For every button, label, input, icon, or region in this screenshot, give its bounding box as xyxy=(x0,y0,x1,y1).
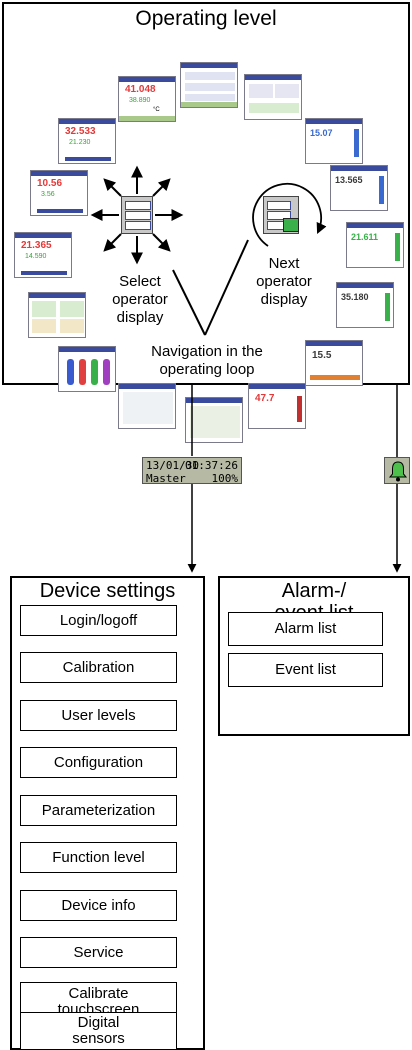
operator-display-digital-5[interactable]: 15.07 xyxy=(305,118,363,164)
operator-display-digital-1[interactable]: 41.048 38.890 °C xyxy=(118,76,176,122)
operator-display-digital-3[interactable]: 10.56 3.56 xyxy=(30,170,88,216)
status-date: 13/01/30 xyxy=(146,459,199,472)
select-display-icon[interactable] xyxy=(121,196,153,234)
status-user: Master xyxy=(146,472,186,485)
operator-display-top[interactable] xyxy=(180,62,238,108)
thumb-value: 21.365 xyxy=(21,240,52,251)
operator-display-digital-10[interactable]: 47.7 xyxy=(248,383,306,429)
menu-item-event-list[interactable]: Event list xyxy=(228,653,383,687)
thumb-value: 13.565 xyxy=(335,175,363,185)
menu-item-user-levels[interactable]: User levels xyxy=(20,700,177,731)
operator-display-group-1[interactable] xyxy=(28,292,86,338)
menu-item-digital-sensors[interactable]: Digital sensors xyxy=(20,1012,177,1050)
next-display-icon[interactable] xyxy=(263,196,299,234)
operator-display-trend-2[interactable] xyxy=(185,397,243,443)
select-operator-display-label: Select operator display xyxy=(112,273,168,326)
operator-display-digital-9[interactable]: 15.5 xyxy=(305,340,363,386)
menu-item-service[interactable]: Service xyxy=(20,937,177,968)
menu-item-parameterization[interactable]: Parameterization xyxy=(20,795,177,826)
menu-item-login-logoff[interactable]: Login/logoff xyxy=(20,605,177,636)
operator-display-bars[interactable] xyxy=(58,346,116,392)
thumb-value: 41.048 xyxy=(125,84,156,95)
thumb-value: 15.07 xyxy=(310,128,333,138)
thumb-value: 10.56 xyxy=(37,178,63,189)
thumb-value: 35.180 xyxy=(341,292,369,302)
thumb-value: 21.611 xyxy=(351,232,379,242)
operator-display-digital-6[interactable]: 13.565 xyxy=(330,165,388,211)
menu-item-function-level[interactable]: Function level xyxy=(20,842,177,873)
thumb-value: 15.5 xyxy=(312,350,332,361)
bell-icon xyxy=(388,461,408,482)
thumb-value: 32.533 xyxy=(65,126,96,137)
status-time: 01:37:26 xyxy=(185,459,238,472)
operator-display-digital-0[interactable] xyxy=(244,74,302,120)
status-bar[interactable]: 13/01/30 01:37:26 Master 100% xyxy=(142,457,242,485)
operator-display-digital-4[interactable]: 21.365 14.590 xyxy=(14,232,72,278)
alarm-bell-button[interactable] xyxy=(384,457,410,484)
operating-level-title: Operating level xyxy=(135,7,277,30)
operator-display-digital-8[interactable]: 35.180 xyxy=(336,282,394,328)
menu-item-device-info[interactable]: Device info xyxy=(20,890,177,921)
operator-display-trend-1[interactable] xyxy=(118,383,176,429)
menu-item-calibration[interactable]: Calibration xyxy=(20,652,177,683)
status-level: 100% xyxy=(211,472,239,485)
navigation-label: Navigation in the operating loop xyxy=(151,343,263,378)
thumb-value: 47.7 xyxy=(255,393,275,404)
operator-display-digital-7[interactable]: 21.611 xyxy=(346,222,404,268)
menu-item-configuration[interactable]: Configuration xyxy=(20,747,177,778)
next-operator-display-label: Next operator display xyxy=(256,255,312,308)
operator-display-digital-2[interactable]: 32.533 21.230 xyxy=(58,118,116,164)
menu-item-alarm-list[interactable]: Alarm list xyxy=(228,612,383,646)
